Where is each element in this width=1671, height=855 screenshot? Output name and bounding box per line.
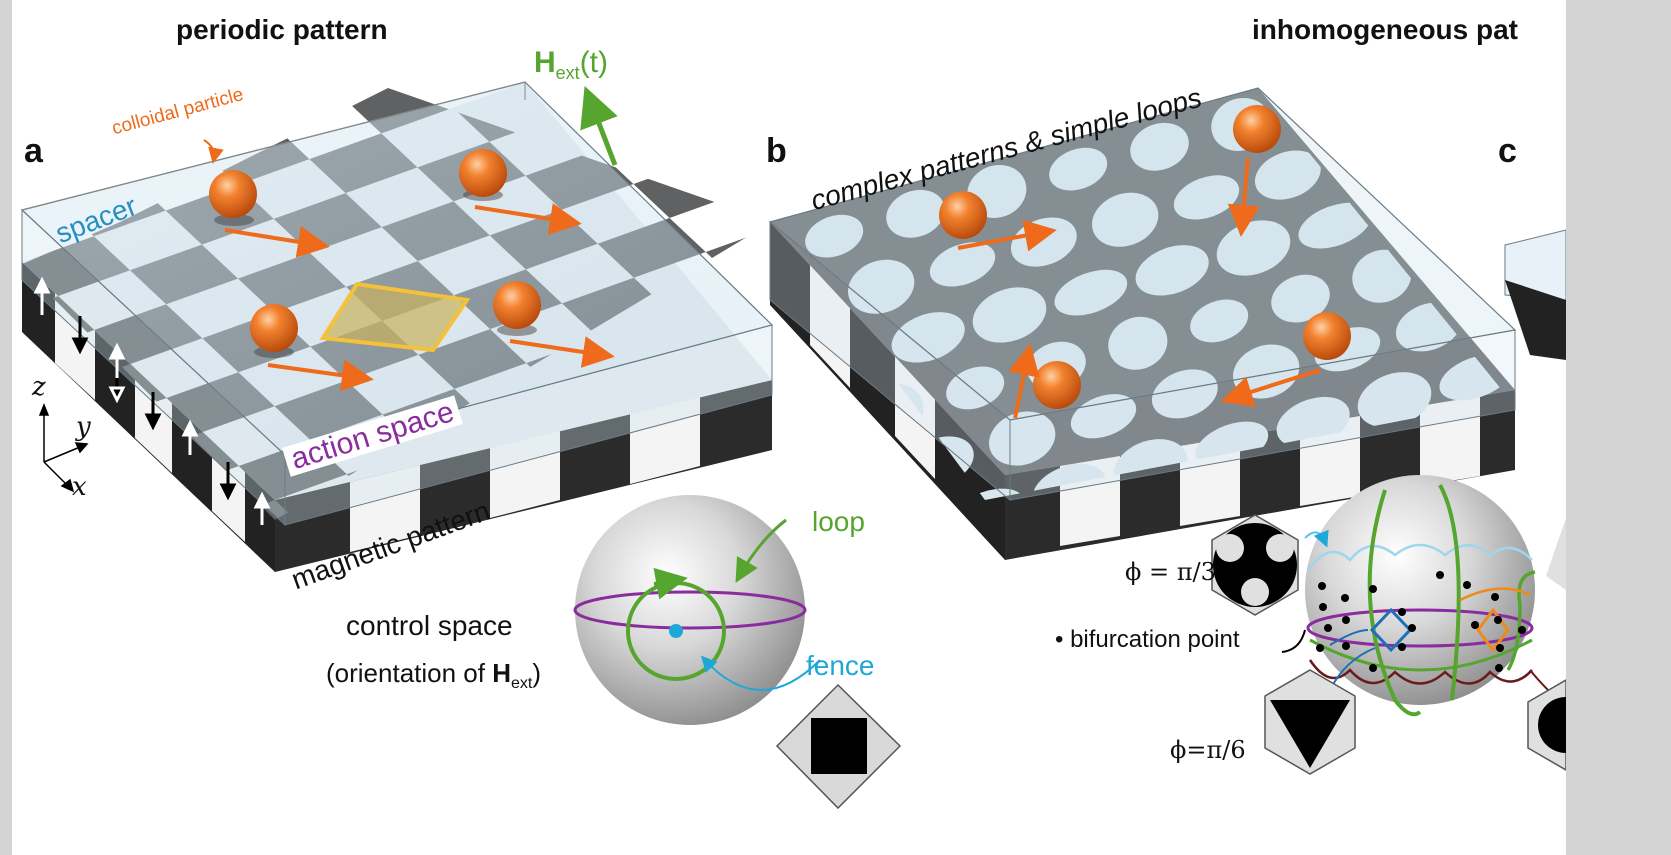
hexagon-pattern-icon: [1211, 514, 1299, 616]
pointer-arrow-icon: [1529, 669, 1549, 691]
diamond-pattern-icon: [775, 683, 902, 810]
pattern-blob: [1108, 316, 1168, 370]
motion-arrow-icon: [1227, 157, 1260, 237]
spin-arrows: [33, 276, 271, 525]
pattern-blob: [1049, 147, 1108, 191]
motion-arrow-icon: [267, 359, 374, 392]
pointer-arrow-icon: [203, 139, 224, 164]
sphere-icon: [573, 495, 821, 725]
left-border: [0, 0, 12, 855]
figure-drawing: [20, 81, 1566, 810]
pattern-blob: [1417, 108, 1484, 153]
pattern-blob: [886, 189, 945, 238]
motion-arrow-icon: [509, 336, 615, 368]
fence-label: fence: [806, 650, 875, 681]
unit-cell: [319, 281, 471, 353]
axis-x-label: x: [72, 472, 87, 502]
loop-label: loop: [812, 506, 865, 537]
pattern-blob: [1352, 249, 1412, 303]
colloidal-particle-icon: [939, 191, 987, 239]
spin-arrows-down: [71, 316, 237, 501]
pointer-arrow-icon: [1304, 529, 1329, 548]
pattern-blob: [1130, 122, 1189, 171]
hexagon-pattern-icon: [1527, 518, 1566, 771]
panel-label-b: b: [766, 132, 787, 170]
pattern-blob: [929, 242, 996, 287]
pattern-blob: [891, 312, 965, 363]
motion-arrow-icon: [1008, 343, 1040, 419]
pattern-blob: [1293, 90, 1352, 124]
phi-pi6-label: ϕ=π/6: [1170, 736, 1246, 764]
colloidal-particle-icon: [1303, 312, 1351, 360]
figure-canvas: periodic pattern inhomogeneous pat a b c…: [20, 14, 1566, 810]
axis-y-label: y: [76, 412, 91, 442]
colloidal-particle-icon: [1033, 361, 1081, 409]
pattern-blob: [989, 411, 1056, 466]
axes-icon: [38, 402, 89, 493]
bifurcation-dots: [1316, 571, 1526, 672]
checker-square: [596, 88, 705, 91]
colloidal-particle-icon: [493, 281, 541, 329]
panel-title-right: inhomogeneous pat: [1252, 14, 1518, 45]
right-border: [1566, 0, 1671, 855]
motion-arrow-icon: [224, 226, 330, 258]
phi-pi3-label: ϕ = π/3: [1125, 558, 1216, 586]
pattern-blob: [1135, 245, 1209, 296]
panel-title-left: periodic pattern: [176, 14, 388, 45]
pattern-blob: [1190, 299, 1249, 343]
pattern-blob: [946, 366, 1005, 410]
panel-label-c: c: [1498, 132, 1517, 170]
pattern-blob: [805, 214, 864, 258]
particles-b: [939, 105, 1351, 409]
pattern-blob: [1151, 369, 1218, 419]
pattern-blob: [1173, 175, 1240, 220]
motion-arrow-icon: [474, 203, 582, 235]
pattern-blob: [1374, 90, 1433, 104]
pattern-blob: [1271, 274, 1330, 323]
colloidal-particle-icon: [250, 304, 298, 352]
pointer-arrow-icon: [1281, 629, 1306, 653]
axis-z-label: z: [32, 372, 46, 402]
h-ext-label: Hext(t): [534, 46, 609, 83]
motion-arrow-icon: [957, 219, 1057, 252]
control-space-label: control space: [346, 610, 513, 641]
motion-arrow-icon: [1220, 368, 1321, 408]
checker-square: [20, 228, 22, 288]
pattern-blob: [972, 287, 1047, 343]
motion-arrows-a: [224, 203, 615, 392]
pattern-blob: [1054, 269, 1128, 316]
colloidal-particle-icon: [459, 149, 507, 197]
colloidal-particle-icon: [209, 170, 257, 218]
orientation-label: (orientation of Hext): [326, 658, 542, 693]
hexagon-pattern-icon: [1264, 669, 1356, 775]
panel-c-slab: [1504, 229, 1566, 360]
h-ext-arrow-icon: [580, 85, 618, 166]
bifurcation-label: • bifurcation point: [1055, 626, 1240, 653]
pattern-blob: [1070, 394, 1137, 439]
colloidal-particle-icon: [1233, 105, 1281, 153]
checker-square: [669, 98, 772, 159]
pattern-blob: [1298, 202, 1372, 249]
sphere-icon: [1305, 475, 1536, 717]
motion-arrows-b: [957, 157, 1321, 419]
particles-a: [209, 149, 541, 358]
pattern-blob: [1254, 150, 1321, 200]
pattern-blob: [1357, 372, 1432, 428]
pattern-blob: [1092, 192, 1159, 247]
panel-label-a: a: [24, 132, 43, 170]
